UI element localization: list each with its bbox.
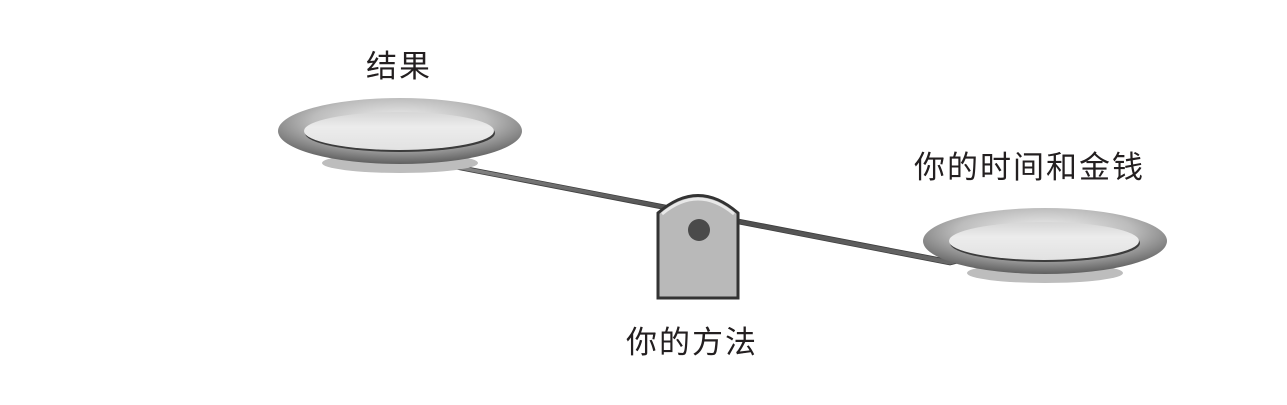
left-scale-pan-icon [278,98,522,173]
pivot-icon [688,219,710,241]
cost-label: 你的时间和金钱 [914,150,1145,186]
method-label: 你的方法 [626,325,758,361]
fulcrum-icon [656,194,740,300]
result-label: 结果 [366,49,432,85]
right-scale-pan-icon [923,208,1167,283]
